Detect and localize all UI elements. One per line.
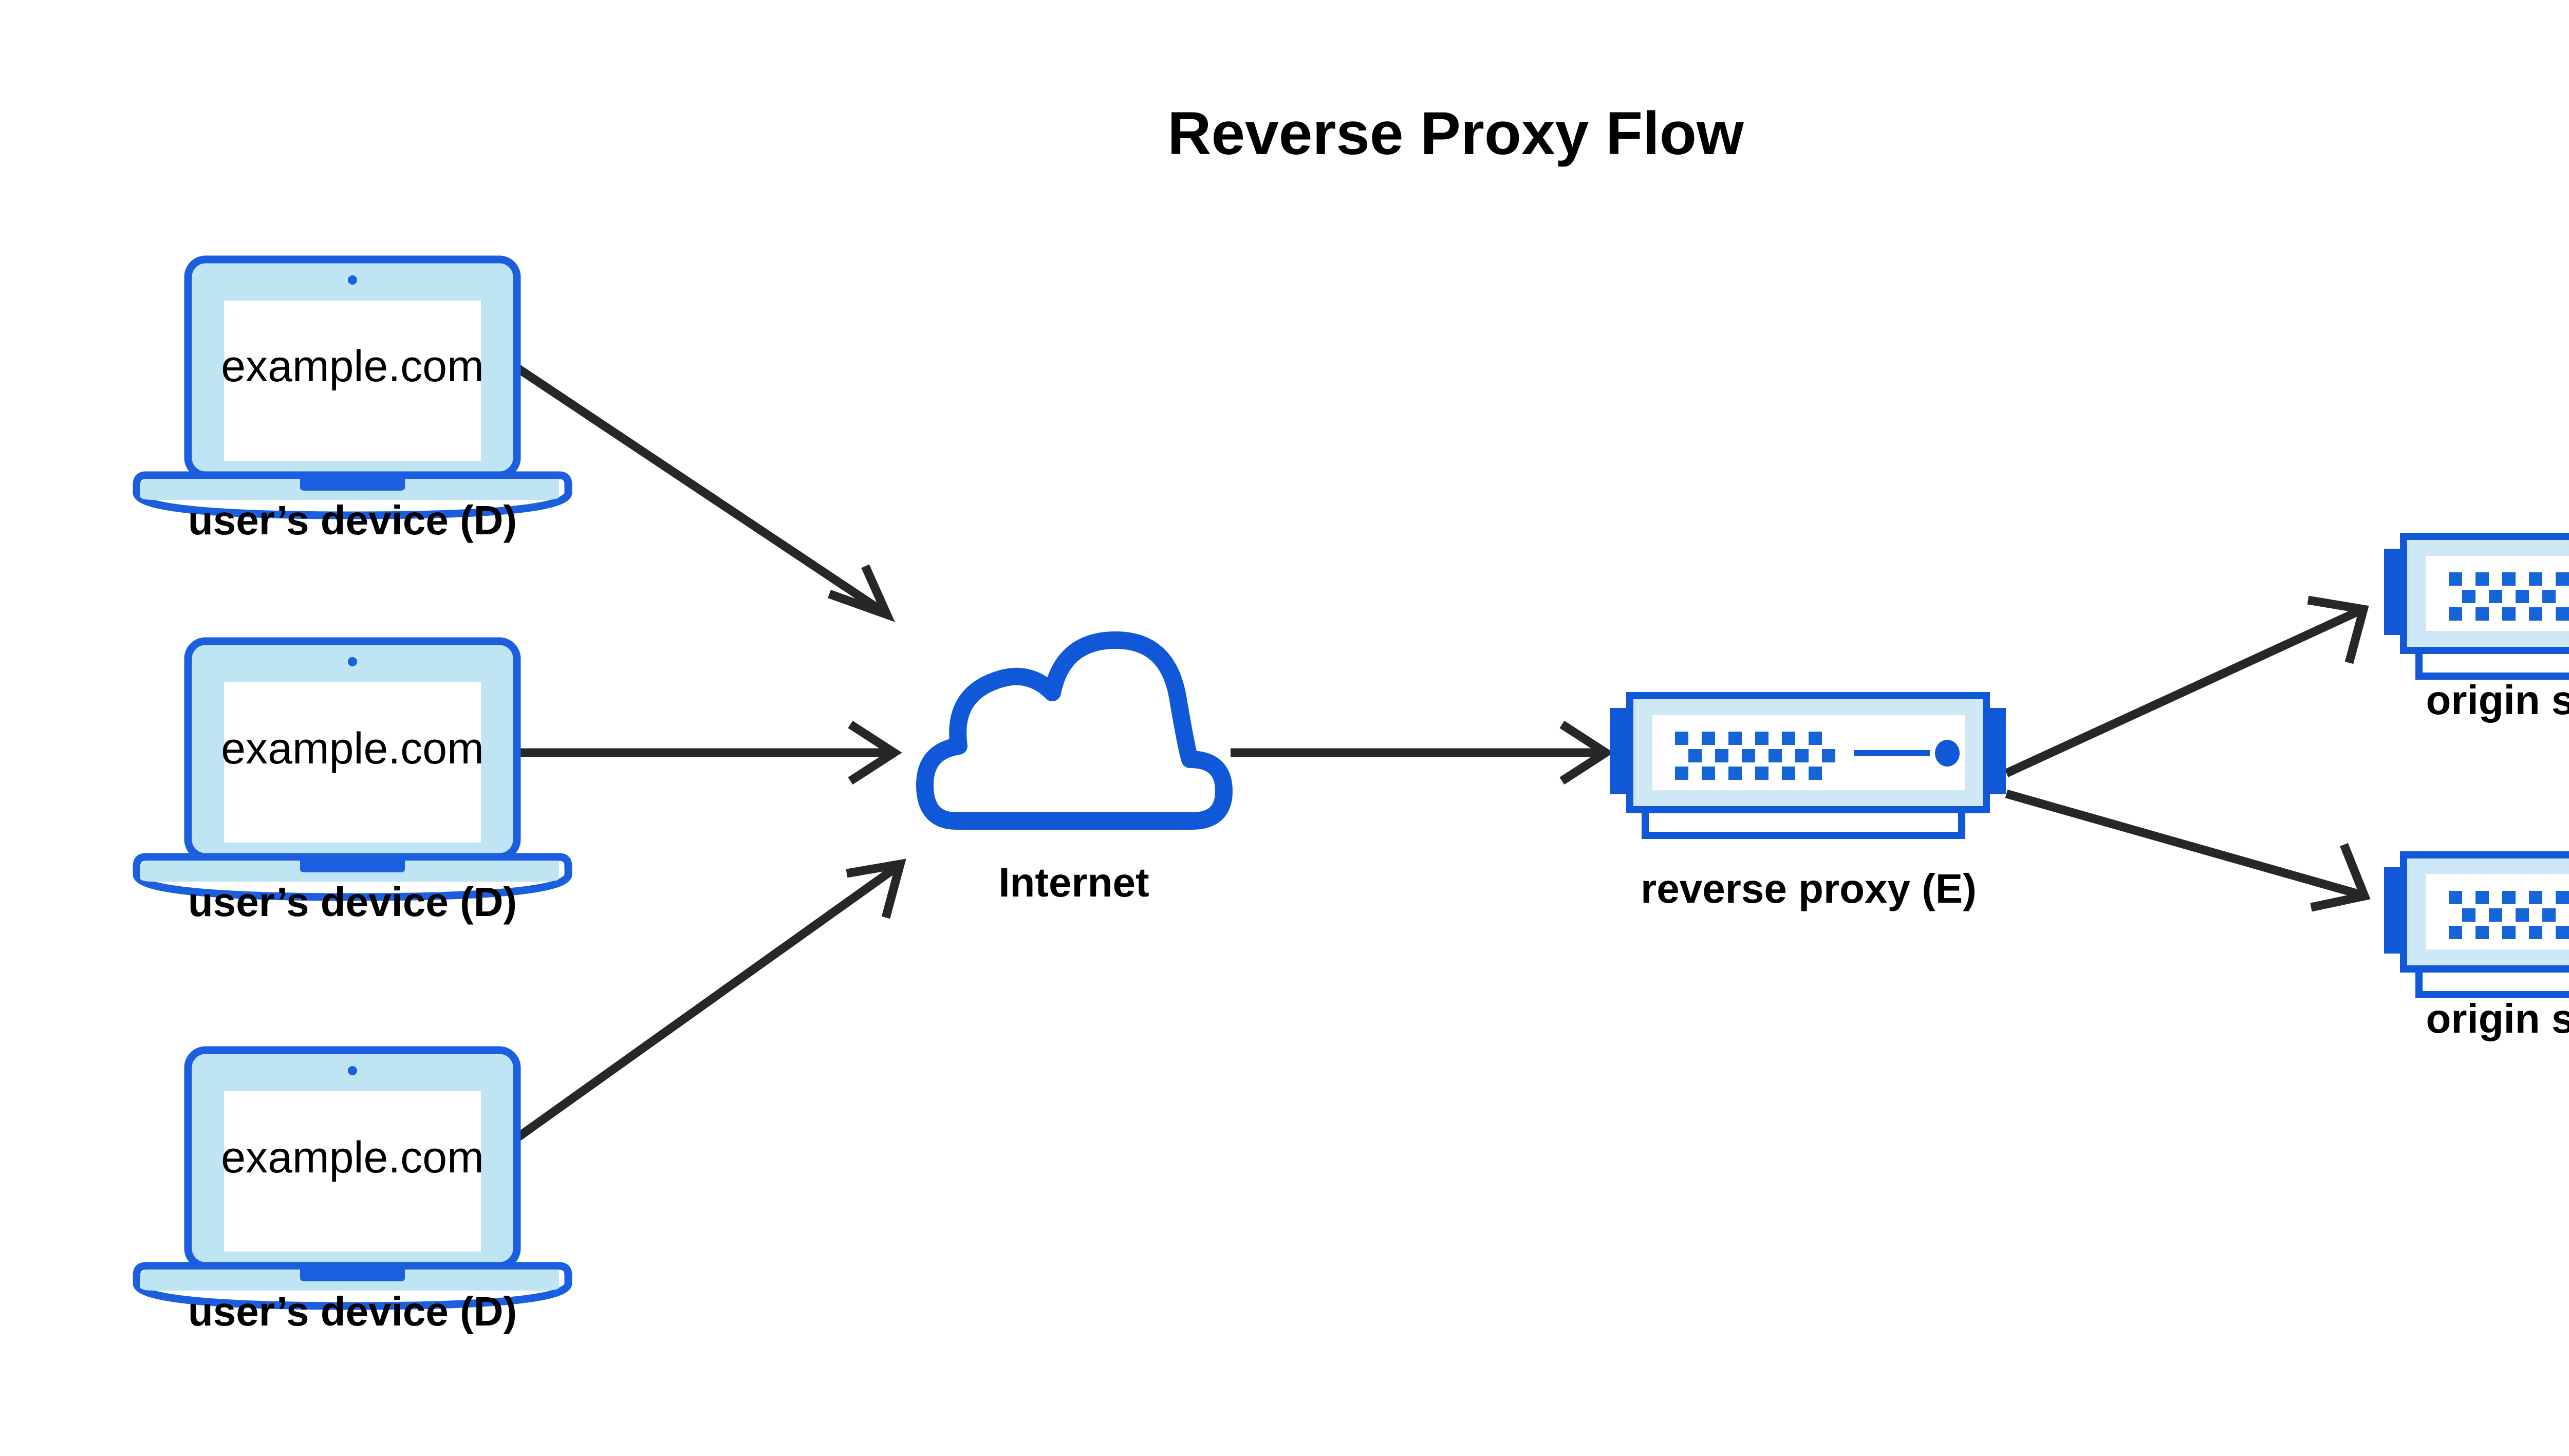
origin-server-label: origin server (F) bbox=[2426, 996, 2569, 1041]
edge-device3-internet bbox=[504, 858, 906, 1149]
device-screen-text: example.com bbox=[221, 724, 483, 773]
edge-internet-proxy bbox=[1231, 720, 1614, 785]
page-title: Reverse Proxy Flow bbox=[1167, 100, 1744, 167]
reverse-proxy-label: reverse proxy (E) bbox=[1641, 866, 1977, 911]
edge-proxy-origin2 bbox=[2005, 789, 2371, 912]
server-icon bbox=[2384, 855, 2569, 995]
edge-device1-internet bbox=[506, 358, 895, 622]
node-device-1[interactable]: example.com user’s device (D) bbox=[137, 259, 568, 543]
edge-proxy-origin1 bbox=[2004, 595, 2369, 777]
cloud-label: Internet bbox=[998, 860, 1149, 905]
device-label: user’s device (D) bbox=[188, 879, 517, 925]
node-origin-1[interactable]: origin server (F) bbox=[2384, 536, 2569, 723]
node-internet[interactable]: Internet bbox=[916, 631, 1233, 905]
connector-group bbox=[504, 358, 2371, 1149]
device-label: user’s device (D) bbox=[188, 1289, 517, 1334]
edge-device2-internet bbox=[506, 720, 902, 785]
device-label: user’s device (D) bbox=[188, 497, 517, 543]
device-screen-text: example.com bbox=[221, 1133, 483, 1182]
cloud-icon bbox=[916, 631, 1233, 830]
origin-server-label: origin server (F) bbox=[2426, 677, 2569, 723]
node-device-2[interactable]: example.com user’s device (D) bbox=[137, 641, 568, 925]
node-device-3[interactable]: example.com user’s device (D) bbox=[137, 1050, 568, 1334]
node-origin-2[interactable]: origin server (F) bbox=[2384, 855, 2569, 1041]
device-screen-text: example.com bbox=[221, 342, 483, 391]
server-icon bbox=[2384, 536, 2569, 676]
server-icon bbox=[1610, 696, 2006, 835]
node-reverse-proxy[interactable]: reverse proxy (E) bbox=[1610, 696, 2006, 911]
